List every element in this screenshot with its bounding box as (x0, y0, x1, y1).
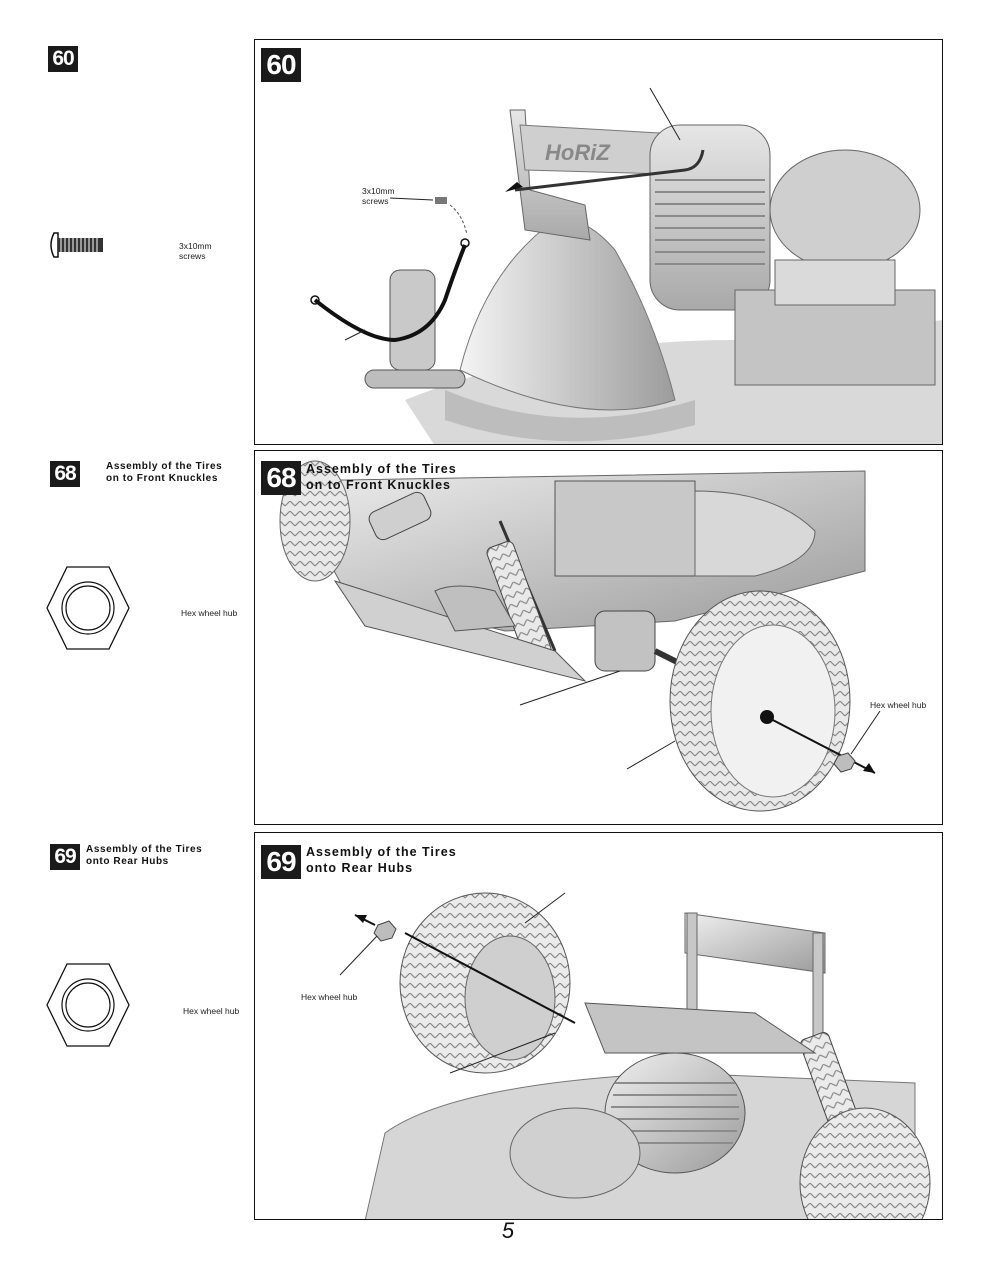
parts-step-69-title: Assembly of the Tires onto Rear Hubs (86, 844, 202, 868)
callout-hex-wheel-hub-69: Hex wheel hub (301, 992, 357, 1002)
parts-step-number-60: 60 (48, 46, 78, 72)
parts-step-number-68: 68 (50, 461, 80, 487)
callout-hex-wheel-hub-68: Hex wheel hub (870, 700, 926, 710)
step-69-panel: 69 Assembly of the Tires onto Rear Hubs … (254, 832, 943, 1220)
step-60-panel: HoRiZ 60 3x10mm screws (254, 39, 943, 445)
step-68-number: 68 (261, 461, 301, 495)
parts-label-screws: 3x10mm screws (179, 241, 212, 261)
parts-label-hex-wheel-hub-69: Hex wheel hub (183, 1006, 239, 1016)
hex-nut-icon (45, 565, 131, 651)
callout-screws: 3x10mm screws (362, 186, 395, 206)
step-68-panel: 68 Assembly of the Tires on to Front Knu… (254, 450, 943, 825)
page-number: 5 (490, 1218, 526, 1244)
svg-text:HoRiZ: HoRiZ (545, 140, 611, 165)
screw-icon (48, 231, 106, 259)
step-68-title: Assembly of the Tires on to Front Knuckl… (306, 461, 457, 493)
parts-step-68-title: Assembly of the Tires on to Front Knuckl… (106, 461, 222, 485)
front-suspension-illustration (255, 451, 943, 825)
hex-nut-icon (45, 962, 131, 1048)
step-69-number: 69 (261, 845, 301, 879)
rear-suspension-illustration (255, 833, 943, 1220)
step-69-title: Assembly of the Tires onto Rear Hubs (306, 844, 457, 876)
chassis-engine-illustration: HoRiZ (255, 40, 943, 445)
step-60-number: 60 (261, 48, 301, 82)
parts-label-hex-wheel-hub-68: Hex wheel hub (181, 608, 237, 618)
parts-step-number-69: 69 (50, 844, 80, 870)
